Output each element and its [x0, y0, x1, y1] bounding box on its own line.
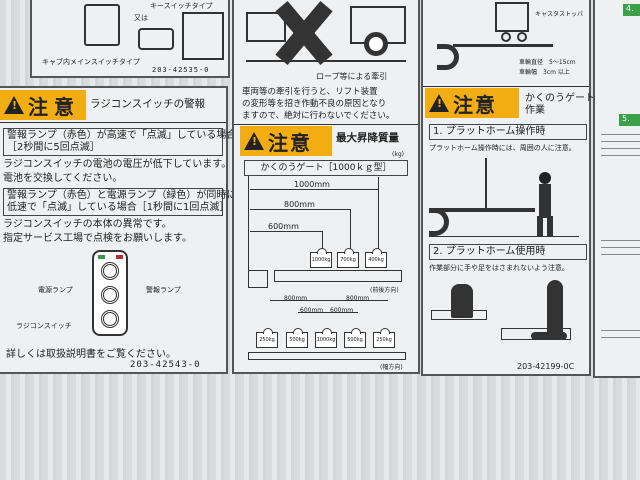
power-lamp-label: 電源ランプ — [38, 286, 73, 294]
case2-text: ラジコンスイッチの本体の異常です。 — [3, 219, 172, 230]
caution-text: 注意 — [268, 130, 312, 155]
partial-text — [601, 328, 640, 342]
caster-stopper-label: キャスタストッパ — [535, 11, 584, 18]
weight-marker: 500kg — [344, 328, 366, 348]
distance-label: 800mm — [284, 295, 308, 302]
step2-heading: 2. プラットホーム使用時 — [429, 244, 587, 260]
cab-switch-type: キャブ内メインスイッチタイプ — [42, 58, 140, 66]
tow-text: 車両等の牽引を行うと、リフト装置 — [242, 87, 378, 97]
partial-text — [601, 132, 640, 162]
switch-panel-illustration — [84, 4, 120, 46]
max-load-label: ロープ等による牽引 車両等の牽引を行うと、リフト装置 の変形等を招き作動不良の原… — [232, 0, 420, 374]
case2-condition: 警報ランプ（赤色）と電源ランプ（緑色）が同時に低速で「点滅」している場合［1秒間… — [3, 188, 236, 216]
caution-text: 注意 — [28, 94, 80, 119]
distance-label: 600mm — [330, 307, 354, 314]
distance-label: 600mm — [300, 307, 324, 314]
label-title: 最大昇降質量 — [336, 132, 399, 144]
case1-text: ラジコンスイッチの電池の電圧が低下しています。 — [3, 159, 232, 170]
step2-text: 作業部分に手や足をはさまれないよう注意。 — [429, 264, 569, 272]
caution-text: 注意 — [453, 92, 497, 117]
caution-header: 注意 — [240, 126, 332, 156]
key-switch-illustration — [138, 28, 174, 50]
partial-text — [601, 238, 640, 258]
distance-label: 1000mm — [294, 180, 330, 189]
step1-text: プラットホーム操作時には、周囲の人に注意。 — [429, 144, 576, 152]
label-title: ラジコンスイッチの警報 — [90, 98, 206, 110]
remote-switch-label: ラジコンスイッチ — [16, 322, 72, 330]
partial-label-right: 4. 5. — [593, 0, 640, 378]
tow-text: ますので、絶対に行わないでください。 — [242, 111, 395, 121]
control-box-illustration — [182, 12, 224, 60]
distance-label: 800mm — [346, 295, 370, 302]
case1-condition: 警報ランプ（赤色）が高速で「点滅」している場合［2秒間に5回点滅］ — [3, 128, 236, 156]
gate-side-view — [248, 270, 268, 288]
remote-switch-warning-label: 注意 ラジコンスイッチの警報 警報ランプ（赤色）が高速で「点滅」している場合［2… — [0, 86, 236, 374]
tow-caption: ロープ等による牽引 — [316, 72, 388, 81]
case2-text: 指定サービス工場で点検をお願いします。 — [3, 233, 192, 244]
gate-operation-label: キャスタストッパ 車輪直径 5～15cm 車輪幅 3cm 以上 注意 かくのうゲ… — [421, 0, 595, 376]
warning-triangle-icon — [429, 94, 449, 112]
case1-text: 電池を交換してください。 — [3, 173, 123, 184]
remote-switch-illustration — [92, 250, 128, 336]
label-title: かくのうゲート — [525, 93, 595, 104]
weight-marker: 400kg — [365, 248, 387, 268]
wheel-width-text: 車輪幅 3cm 以上 — [519, 69, 570, 76]
gate-type: かくのうゲート［1000ｋｇ型］ — [244, 160, 408, 176]
unit-text: (kg) — [392, 151, 404, 158]
weight-marker: 500kg — [286, 328, 308, 348]
platform-side-view — [274, 270, 402, 282]
caution-header: 注意 — [425, 88, 519, 118]
footer-text: 詳しくは取扱説明書をご覧ください。 — [6, 349, 176, 360]
step1-heading: 1. プラットホーム操作時 — [429, 124, 587, 140]
distance-label: 800mm — [284, 200, 315, 209]
label-title: 作業 — [525, 105, 545, 116]
caster-illustration — [437, 2, 553, 72]
weight-marker: 1000kg — [310, 248, 332, 268]
caution-header: 注意 — [0, 90, 86, 120]
label-code: 203-42199-0C — [517, 362, 575, 371]
towing-prohibited-illustration — [246, 1, 406, 65]
wheel-diameter-text: 車輪直径 5～15cm — [519, 59, 576, 66]
weight-marker: 700kg — [337, 248, 359, 268]
pinch-hazard-illustration — [431, 280, 581, 350]
weight-marker: 250kg — [373, 328, 395, 348]
step4-badge: 4. — [623, 4, 640, 16]
key-switch-label: キースイッチタイプ 又は キャブ内メインスイッチタイプ 203-42535-0 — [30, 0, 230, 78]
label-code: 203-42543-0 — [130, 360, 201, 370]
alarm-lamp-label: 警報ランプ — [146, 286, 181, 294]
direction-label: (幅方向) — [380, 364, 403, 371]
or-text: 又は — [134, 14, 148, 22]
step5-badge: 5. — [619, 114, 640, 126]
tow-text: の変形等を招き作動不良の原因となり — [242, 99, 387, 109]
distance-label: 600mm — [268, 222, 299, 231]
key-switch-type: キースイッチタイプ — [150, 2, 213, 10]
label-code: 203-42535-0 — [152, 66, 210, 74]
warning-triangle-icon — [244, 132, 264, 150]
platform-rear-view — [248, 352, 406, 360]
platform-hazard-illustration — [429, 158, 579, 238]
weight-marker: 250kg — [256, 328, 278, 348]
warning-triangle-icon — [4, 96, 24, 114]
direction-label: (前後方向) — [370, 287, 399, 294]
weight-marker: 1000kg — [315, 328, 337, 348]
